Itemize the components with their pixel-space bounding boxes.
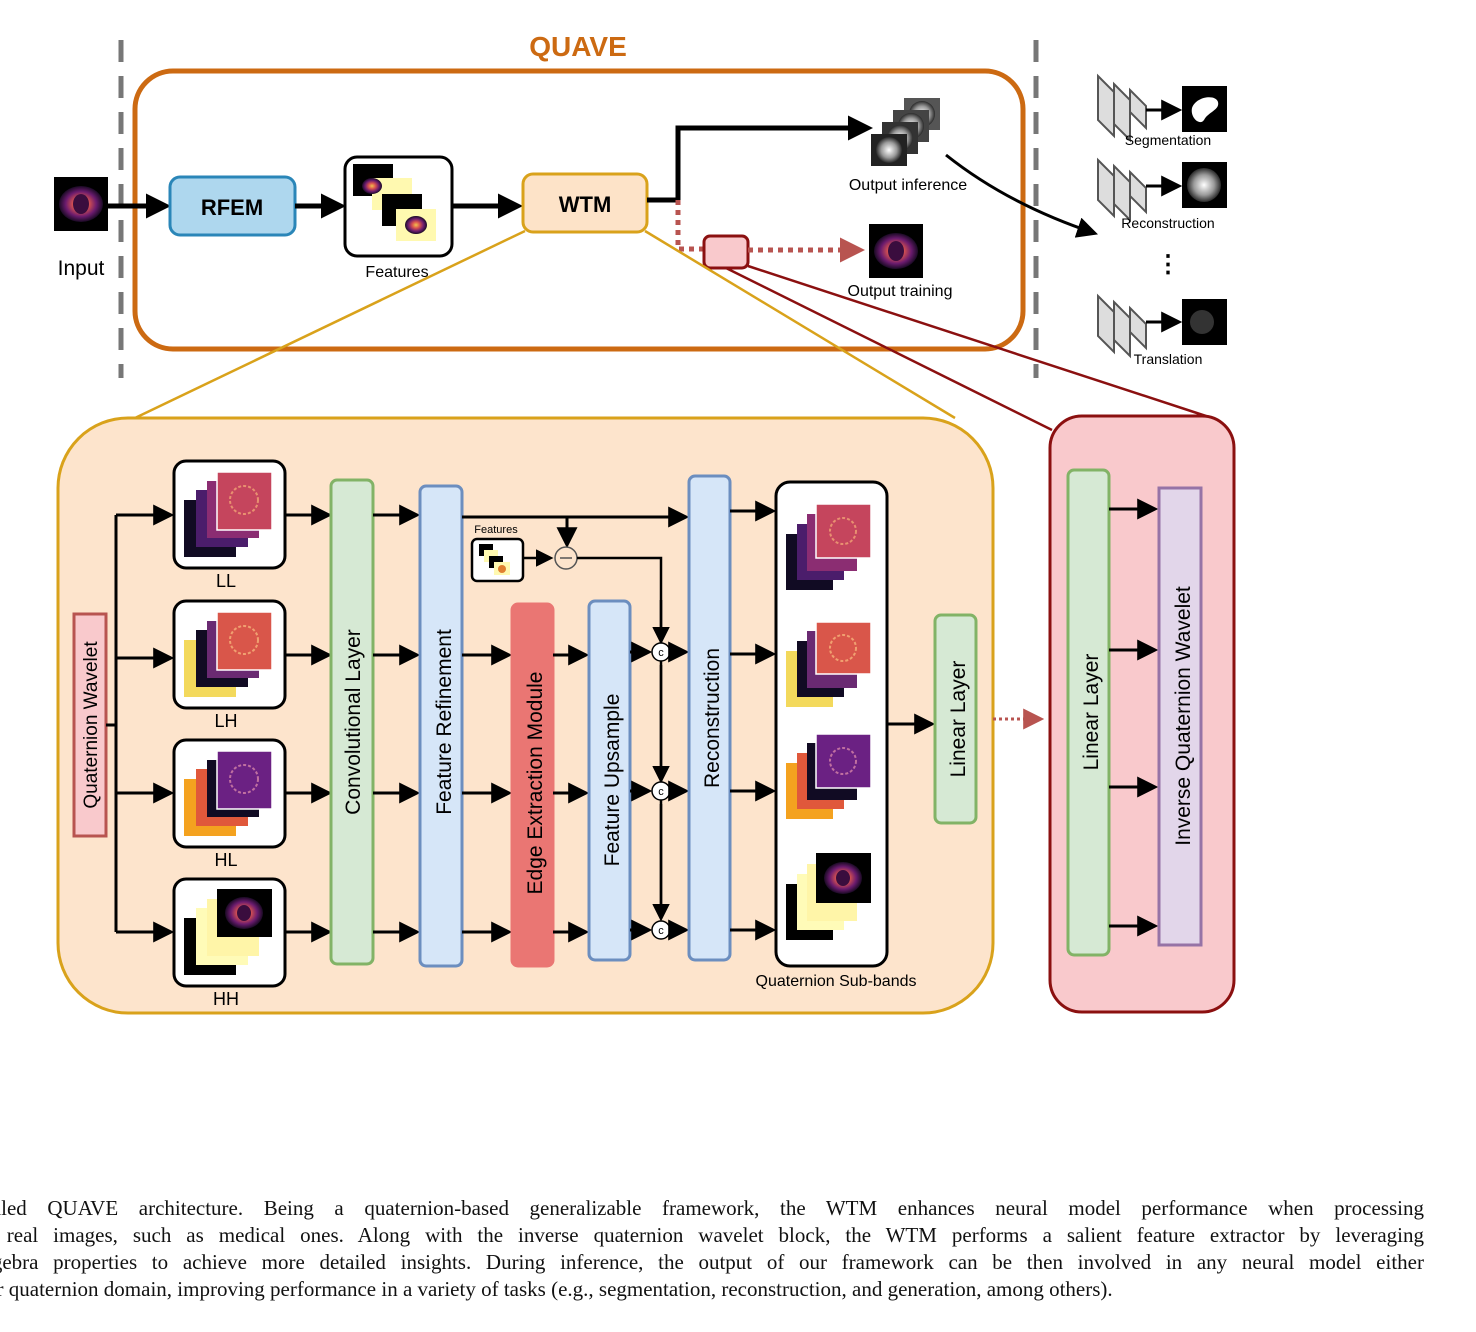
top-pipeline: QUAVE Input RFEM Features WTM <box>54 31 1098 378</box>
features-label: Features <box>365 264 428 281</box>
tasks-ellipsis: ⋮ <box>1156 251 1180 278</box>
diagram-canvas: QUAVE Input RFEM Features WTM <box>54 31 1236 1015</box>
zoom-line-inverse-left <box>725 266 1053 432</box>
inverse-linear-layer-block <box>1066 468 1111 957</box>
linear-layer-block <box>933 613 978 825</box>
arrow-to-tasks <box>945 153 1098 238</box>
quave-title: QUAVE <box>529 31 627 62</box>
edge-extraction-block <box>510 602 555 968</box>
zoom-line-left <box>134 229 526 420</box>
features-small-label: Features <box>474 524 518 536</box>
inverse-mini-block <box>702 234 750 270</box>
input-label: Input <box>58 257 105 280</box>
zoom-line-right <box>644 229 956 420</box>
task-segmentation: Segmentation <box>1097 73 1227 148</box>
inverse-wavelet-block <box>1157 486 1203 947</box>
features-stack <box>353 164 436 241</box>
arrow-wtm-to-inference <box>647 115 873 203</box>
zoom-line-inverse-right <box>747 264 1207 418</box>
inverse-linear-layer-label: Linear Layer <box>1080 654 1103 771</box>
downstream-tasks: Segmentation Reconstruction ⋮ Translatio… <box>1097 73 1227 367</box>
input-image <box>54 177 108 231</box>
caption-line: or quaternion domain, improving performa… <box>0 1277 1113 1301</box>
task-reconstruction: Reconstruction <box>1097 157 1227 231</box>
subband-hl-label: HL <box>214 850 237 870</box>
inverse-wavelet-label: Inverse Quaternion Wavelet <box>1172 586 1195 846</box>
conv-layer-block <box>329 478 375 966</box>
task-translation: Translation <box>1097 293 1227 367</box>
feature-upsample-block <box>587 599 632 962</box>
concat-symbol-3: c <box>658 925 664 937</box>
caption-line: ailed QUAVE architecture. Being a quater… <box>0 1196 1424 1220</box>
output-training-image <box>869 224 923 278</box>
wtm-label: WTM <box>559 192 612 217</box>
feature-upsample-label: Feature Upsample <box>601 694 624 867</box>
translation-label: Translation <box>1134 351 1203 367</box>
quaternion-wavelet-label: Quaternion Wavelet <box>81 641 102 809</box>
subband-hh-label: HH <box>213 989 239 1009</box>
output-inference-images <box>871 98 940 166</box>
reconstruction-task-label: Reconstruction <box>1121 215 1214 231</box>
figure-caption: ailed QUAVE architecture. Being a quater… <box>0 1195 1424 1303</box>
segmentation-label: Segmentation <box>1125 132 1211 148</box>
quaternion-wavelet-block <box>72 612 108 838</box>
rfem-label: RFEM <box>201 195 263 220</box>
linear-layer-label: Linear Layer <box>947 661 970 778</box>
reconstruction-block <box>687 474 732 962</box>
output-training-label: Output training <box>848 283 953 300</box>
feature-refinement-block <box>418 484 464 968</box>
quaternion-subbands-label: Quaternion Sub-bands <box>756 973 917 990</box>
wtm-block <box>521 172 649 234</box>
edge-extraction-label: Edge Extraction Module <box>524 672 547 895</box>
concat-symbol-2: c <box>658 786 664 798</box>
feature-refinement-label: Feature Refinement <box>433 629 456 815</box>
wtm-detail: Quaternion Wavelet LL LH HL <box>56 416 995 1015</box>
caption-line: l real images, such as medical ones. Alo… <box>0 1223 1424 1247</box>
conv-layer-label: Convolutional Layer <box>342 629 365 815</box>
quave-frame <box>132 68 1026 352</box>
concat-symbol-1: c <box>658 647 664 659</box>
inverse-detail: Linear Layer Inverse Quaternion Wavelet <box>1048 414 1236 1014</box>
subband-ll-label: LL <box>216 571 236 591</box>
output-inference-label: Output inference <box>849 177 967 194</box>
subband-lh-label: LH <box>214 711 237 731</box>
caption-line: lgebra properties to achieve more detail… <box>0 1250 1424 1274</box>
reconstruction-label: Reconstruction <box>701 648 724 788</box>
arrow-wtm-to-inverse <box>675 200 703 252</box>
